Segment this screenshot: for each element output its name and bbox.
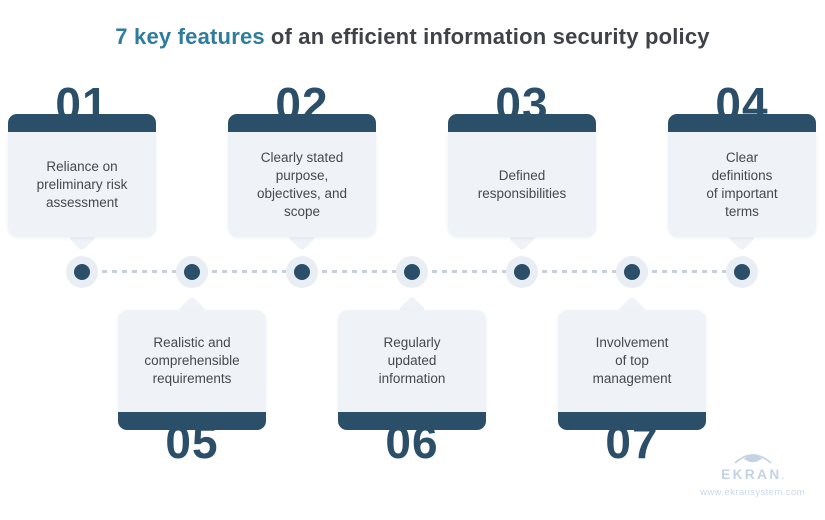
card-footer-bar	[118, 412, 266, 430]
timeline-dot-icon	[624, 264, 640, 280]
feature-card-02: 02 Clearly stated purpose, objectives, a…	[228, 80, 376, 255]
card-text: Realistic and comprehensible requirement…	[118, 310, 266, 412]
card-text: Clear definitions of important terms	[668, 132, 816, 237]
timeline-dot-icon	[74, 264, 90, 280]
logo-suffix: .	[781, 472, 784, 481]
timeline-dot-icon	[184, 264, 200, 280]
timeline-dot-icon	[404, 264, 420, 280]
card-footer-bar	[558, 412, 706, 430]
card-footer-bar	[338, 412, 486, 430]
feature-card-01: 01 Reliance on preliminary risk assessme…	[8, 80, 156, 255]
timeline-dot-icon	[514, 264, 530, 280]
ekran-logo: EKRAN. www.ekransystem.com	[695, 450, 810, 498]
card-header-bar	[228, 114, 376, 132]
feature-card-04: 04 Clear definitions of important terms	[668, 80, 816, 255]
card-header-bar	[448, 114, 596, 132]
logo-name: EKRAN	[721, 467, 782, 482]
logo-website: www.ekransystem.com	[700, 487, 805, 498]
card-text: Reliance on preliminary risk assessment	[8, 132, 156, 237]
card-text: Clearly stated purpose, objectives, and …	[228, 132, 376, 237]
feature-card-03: 03 Defined responsibilities	[448, 80, 596, 255]
timeline-dot-icon	[734, 264, 750, 280]
timeline-dot-icon	[294, 264, 310, 280]
feature-card-06: Regularly updated information 06	[338, 295, 486, 467]
feature-card-07: Involvement of top management 07	[558, 295, 706, 467]
logo-brand: EKRAN.	[695, 467, 810, 484]
card-text: Regularly updated information	[338, 310, 486, 412]
card-text: Involvement of top management	[558, 310, 706, 412]
title-highlight: 7 key features	[115, 24, 265, 49]
title-rest: of an efficient information security pol…	[270, 24, 710, 49]
card-header-bar	[668, 114, 816, 132]
card-text: Defined responsibilities	[448, 132, 596, 237]
feature-card-05: Realistic and comprehensible requirement…	[118, 295, 266, 467]
eye-icon	[733, 454, 772, 464]
card-header-bar	[8, 114, 156, 132]
